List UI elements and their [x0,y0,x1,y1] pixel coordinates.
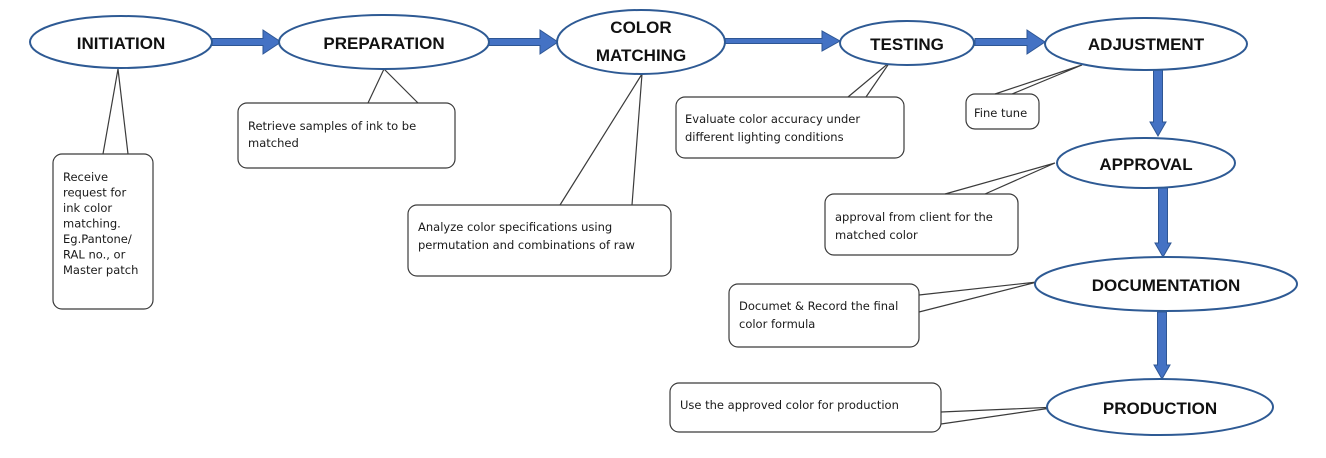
callout-box [669,382,942,433]
callout-text-line: request for [63,186,126,200]
stage-production: PRODUCTION [1046,378,1274,436]
callout-text-line: Receive [63,170,108,184]
callout-pointer [918,281,1038,313]
callout-text-line: matched [248,136,299,150]
callout-text-line: matched color [835,228,918,242]
arrow-preparation-color-matching [488,29,559,55]
callout-text-line: Analyze color specifications using [418,220,612,234]
callout-text-line: approval from client for the [835,210,993,224]
stage-initiation: INITIATION [29,15,213,69]
callout-color-matching: Analyze color specifications using permut… [407,73,672,277]
stage-ellipse [278,14,490,70]
stage-label: INITIATION [77,34,165,53]
stage-adjustment: ADJUSTMENT [1044,17,1248,71]
callout-approval: approval from client for the matched colo… [824,162,1056,256]
callout-adjustment: Fine tune [965,64,1083,130]
stage-approval: APPROVAL [1056,137,1236,189]
stage-label: MATCHING [596,46,686,65]
stage-ellipse [1044,17,1248,71]
stage-documentation: DOCUMENTATION [1034,256,1298,312]
stage-label: APPROVAL [1099,155,1192,174]
stage-label: COLOR [610,18,671,37]
stage-ellipse [29,15,213,69]
callout-preparation: Retrieve samples of ink to be matched [237,67,456,169]
callout-pointer [847,61,891,98]
callout-box [237,102,456,169]
callout-box [965,93,1040,130]
stage-ellipse [556,9,726,75]
stage-label: PREPARATION [323,34,444,53]
stage-label: ADJUSTMENT [1088,35,1205,54]
callout-text-line: Documet & Record the final [739,299,898,313]
arrow-documentation-production [1153,311,1171,381]
arrow-color-matching-testing [724,30,842,52]
callout-production: Use the approved color for production [669,382,1059,433]
stage-ellipse [1056,137,1236,189]
stage-preparation: PREPARATION [278,14,490,70]
callout-text-line: different lighting conditions [685,130,844,144]
callout-pointer [994,64,1083,95]
callout-text-line: RAL no., or [63,248,126,262]
callout-box [728,283,920,348]
callout-text-line: Eg.Pantone/ [63,232,132,246]
stage-ellipse [1034,256,1298,312]
arrow-approval-documentation [1154,187,1172,259]
callout-text-line: matching. [63,217,121,231]
arrow-testing-adjustment [974,29,1046,55]
callout-pointer [367,67,419,104]
callout-documentation: Documet & Record the final color formula [728,281,1038,348]
callout-text-line: permutation and combinations of raw [418,238,635,252]
callout-text-line: color formula [739,317,815,331]
callout-pointer [944,162,1056,195]
callout-pointer [102,68,129,155]
callout-box [407,204,672,277]
stage-label: PRODUCTION [1103,399,1217,418]
callout-box [675,96,905,159]
stage-ellipse [1046,378,1274,436]
callout-text-line: Use the approved color for production [680,398,899,412]
callout-testing: Evaluate color accuracy under different l… [675,61,905,159]
stage-label: DOCUMENTATION [1092,276,1241,295]
arrow-initiation-preparation [211,29,282,55]
stage-label: TESTING [870,35,944,54]
callout-pointer [940,406,1059,425]
callout-text-line: Fine tune [974,106,1027,120]
stage-testing: TESTING [839,20,975,66]
callout-text-line: Evaluate color accuracy under [685,112,860,126]
callout-text-line: Retrieve samples of ink to be [248,119,416,133]
callout-text-line: Master patch [63,263,138,277]
arrow-adjustment-approval [1149,69,1167,138]
callout-pointer [559,73,643,206]
callout-box [824,193,1019,256]
stage-color-matching: COLOR MATCHING [556,9,726,75]
callout-text-line: ink color [63,201,112,215]
stage-ellipse [839,20,975,66]
